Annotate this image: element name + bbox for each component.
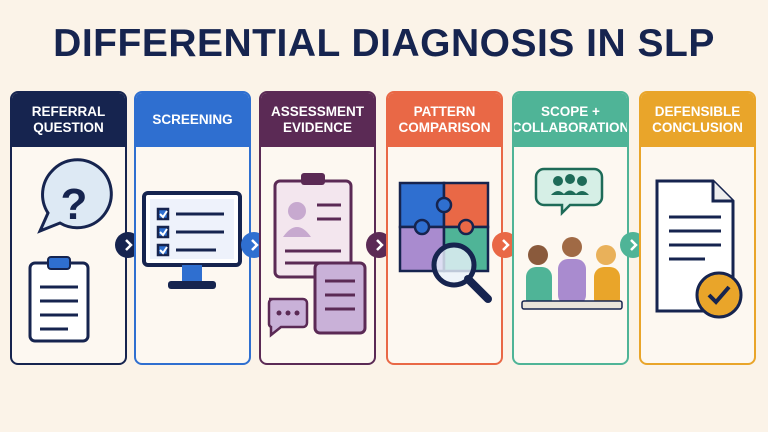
team-icon <box>521 167 623 310</box>
clipboard-icon <box>28 256 90 343</box>
svg-text:?: ? <box>61 180 88 229</box>
step-label: ASSESSMENT EVIDENCE <box>261 93 374 147</box>
clipboard-profile-icon <box>267 173 367 338</box>
question-speech-bubble-icon: ? <box>28 158 113 343</box>
step-card-scope-collaboration: SCOPE + COLLABORATION <box>512 91 629 365</box>
puzzle-icon <box>398 181 492 303</box>
computer-checklist-icon <box>142 191 242 289</box>
page-title: DIFFERENTIAL DIAGNOSIS IN SLP <box>53 22 715 65</box>
step-label: SCOPE + COLLABORATION <box>514 93 627 147</box>
step-label: PATTERN COMPARISON <box>388 93 501 147</box>
step-card-referral-question: REFERRAL QUESTION ? <box>10 91 127 365</box>
step-card-assessment-evidence: ASSESSMENT EVIDENCE <box>259 91 376 365</box>
magnifying-glass-icon <box>431 242 492 303</box>
chat-bubble-icon <box>267 297 309 338</box>
step-card-screening: SCREENING <box>134 91 251 365</box>
step-card-pattern-comparison: PATTERN COMPARISON <box>386 91 503 365</box>
step-card-defensible-conclusion: DEFENSIBLE CONCLUSION <box>639 91 756 365</box>
step-label: SCREENING <box>136 93 249 147</box>
document-icon <box>655 179 743 319</box>
checkmark-seal-icon <box>695 271 743 319</box>
step-label: DEFENSIBLE CONCLUSION <box>641 93 754 147</box>
notebook-icon <box>313 261 367 335</box>
step-label: REFERRAL QUESTION <box>12 93 125 147</box>
